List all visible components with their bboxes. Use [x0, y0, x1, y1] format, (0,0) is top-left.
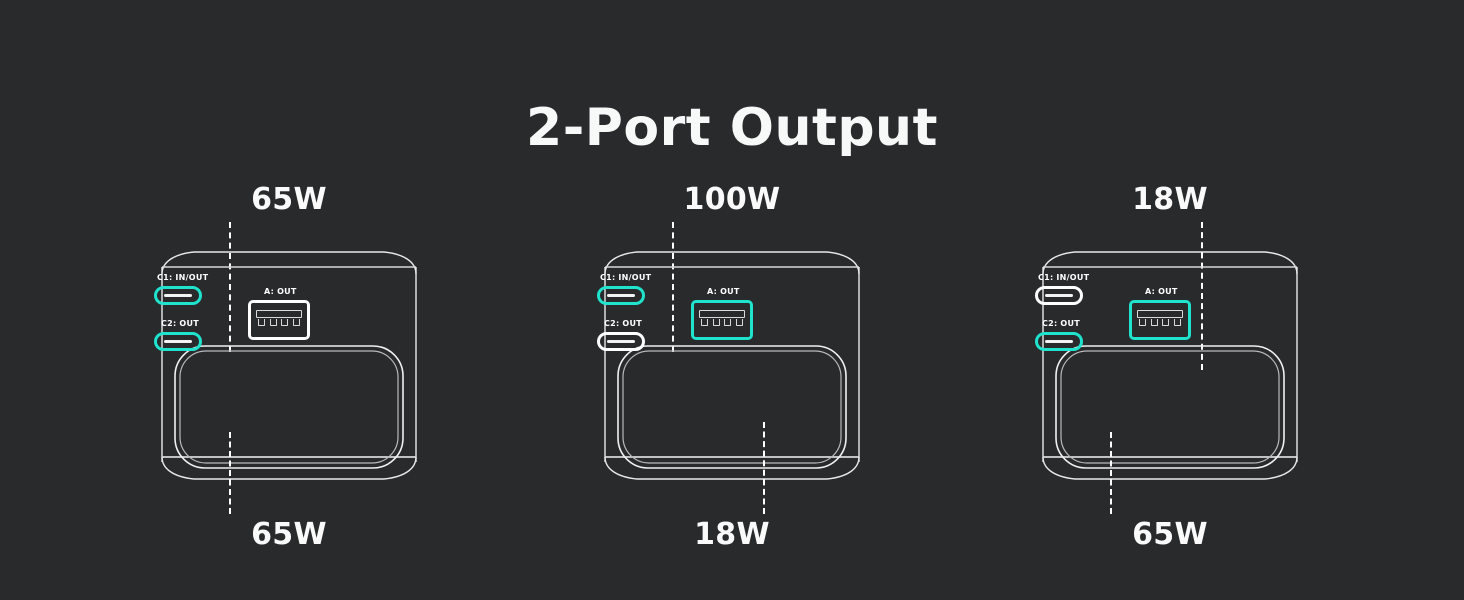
port-caption-a: A: OUT — [707, 287, 740, 296]
port-usb-a[interactable] — [248, 300, 310, 340]
port-caption-c1: C1: IN/OUT — [157, 273, 209, 282]
port-usb-c2[interactable] — [597, 332, 645, 351]
leader-line-bottom-2 — [763, 422, 765, 514]
port-usb-c2[interactable] — [1035, 332, 1083, 351]
port-caption-c2: C2: OUT — [1042, 319, 1080, 328]
leader-line-top-3 — [1201, 222, 1203, 370]
port-caption-c2: C2: OUT — [161, 319, 199, 328]
port-caption-a: A: OUT — [264, 287, 297, 296]
leader-line-top-1 — [229, 222, 231, 352]
page-title: 2-Port Output — [526, 98, 938, 158]
leader-line-bottom-1 — [229, 432, 231, 514]
port-caption-c1: C1: IN/OUT — [1038, 273, 1090, 282]
device-outline-1 — [160, 250, 418, 482]
device-panel-2: 100W C1: IN/OUT C2: OUT A: OUT — [562, 170, 902, 570]
port-usb-c1[interactable] — [1035, 286, 1083, 305]
leader-line-bottom-3 — [1110, 432, 1112, 514]
port-caption-c1: C1: IN/OUT — [600, 273, 652, 282]
port-usb-c1[interactable] — [597, 286, 645, 305]
top-watt-label-3: 18W — [1132, 182, 1208, 217]
usb-a-teeth — [1139, 319, 1181, 326]
port-caption-c2: C2: OUT — [604, 319, 642, 328]
port-usb-a[interactable] — [1129, 300, 1191, 340]
usb-a-contact-bar — [699, 310, 745, 318]
leader-line-top-2 — [672, 222, 674, 352]
port-usb-c1[interactable] — [154, 286, 202, 305]
port-group-3: C1: IN/OUT C2: OUT A: OUT — [1017, 268, 1241, 386]
device-panel-1: 65W C1: IN/OUT — [119, 170, 459, 570]
bottom-watt-label-1: 65W — [251, 517, 327, 552]
top-watt-label-2: 100W — [683, 182, 781, 217]
usb-a-teeth — [701, 319, 743, 326]
usb-a-teeth — [258, 319, 300, 326]
top-watt-label-1: 65W — [251, 182, 327, 217]
device-outline-2 — [603, 250, 861, 482]
device-outline-3 — [1041, 250, 1299, 482]
device-panel-3: 18W C1: IN/OUT C2: OUT A: OUT — [1000, 170, 1340, 570]
port-caption-a: A: OUT — [1145, 287, 1178, 296]
port-group-2: C1: IN/OUT C2: OUT A: OUT — [579, 268, 803, 386]
usb-a-contact-bar — [1137, 310, 1183, 318]
port-group-1: C1: IN/OUT C2: OUT A: OUT — [136, 268, 360, 386]
port-usb-c2[interactable] — [154, 332, 202, 351]
usb-a-contact-bar — [256, 310, 302, 318]
bottom-watt-label-3: 65W — [1132, 517, 1208, 552]
bottom-watt-label-2: 18W — [694, 517, 770, 552]
port-usb-a[interactable] — [691, 300, 753, 340]
